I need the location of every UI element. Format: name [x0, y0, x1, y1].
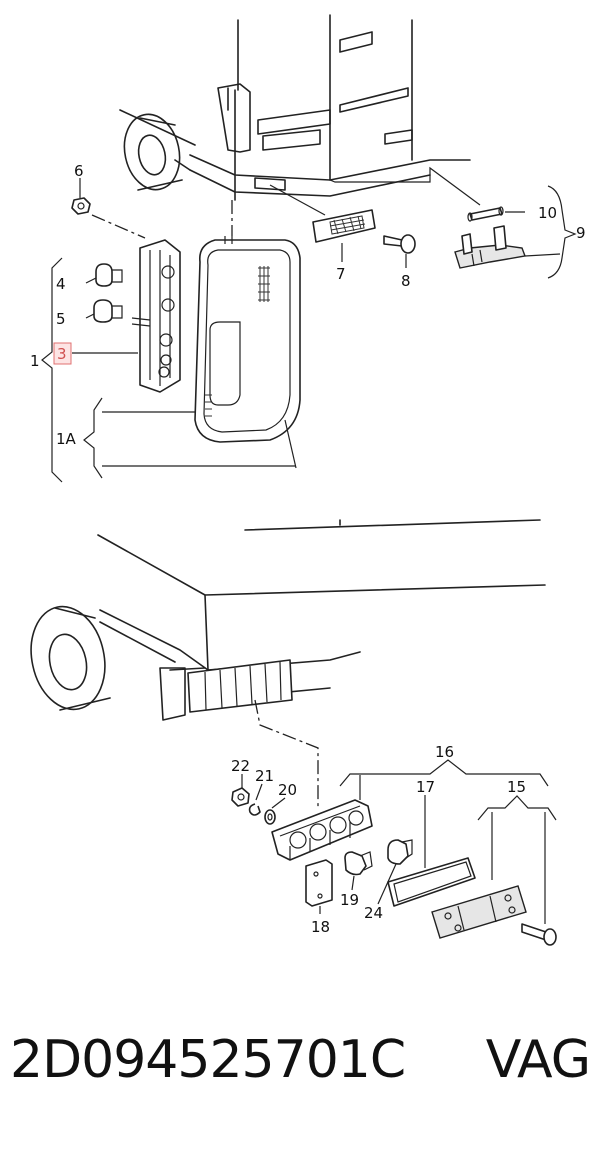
nut-6: [71, 178, 91, 215]
callout-7: 7: [336, 265, 346, 283]
festoon-bulb-10: [467, 206, 525, 222]
callout-17: 17: [416, 778, 435, 796]
callout-10: 10: [538, 204, 557, 222]
bracket-1: [41, 257, 63, 483]
connector-18: [305, 859, 333, 914]
caption-bar: 2D094525701C VAG: [10, 1030, 591, 1090]
lamp-holder-9: [454, 225, 526, 269]
bulb-24: [377, 839, 413, 905]
callout-4: 4: [56, 275, 66, 293]
leader-to-bulb-10: [329, 166, 481, 206]
callout-21: 21: [255, 767, 274, 785]
bulb-19: [344, 851, 373, 891]
bracket-15: [477, 795, 557, 821]
reflector-7: [269, 184, 376, 262]
callout-9: 9: [576, 224, 586, 242]
callout-20: 20: [278, 781, 297, 799]
van-rear-body: [119, 14, 471, 201]
bracket-9: [547, 185, 577, 279]
screw-15: [521, 812, 557, 946]
lens-grid-pattern: [205, 266, 270, 417]
callout-5: 5: [56, 310, 66, 328]
lamp-housing-16: [271, 799, 373, 861]
screw-8: [383, 234, 416, 268]
part-number: 2D094525701C: [10, 1030, 406, 1090]
exploded-parts-diagram: 6 4 5 1 3 1A 7 8 10 9 16 15 17 22 21 20 …: [30, 14, 586, 946]
callout-19: 19: [340, 891, 359, 909]
rear-wheel-top: [123, 113, 183, 191]
callout-15: 15: [507, 778, 526, 796]
callout-3: 3: [57, 345, 67, 363]
callout-8: 8: [401, 272, 411, 290]
tail-light-housing: [131, 239, 181, 393]
truck-rear-body: [97, 519, 546, 721]
bulb-4: [85, 263, 123, 287]
gasket-17: [387, 795, 476, 907]
nut-22: [231, 774, 250, 807]
bulb-5: [85, 299, 123, 323]
lens-15: [431, 812, 527, 939]
bracket-1A: [83, 397, 103, 479]
callout-6: 6: [74, 162, 84, 180]
washer-20: [264, 797, 286, 825]
callout-1A: 1A: [56, 430, 77, 448]
callout-24: 24: [364, 904, 383, 922]
bracket-16: [339, 759, 549, 787]
leader-dashed-16: [254, 699, 319, 808]
callout-1: 1: [30, 352, 40, 370]
tail-light-lens: [194, 236, 301, 443]
spring-washer-21: [248, 783, 263, 816]
callout-22: 22: [231, 757, 250, 775]
rear-wheel-bottom: [30, 605, 111, 711]
leader-dashed-6: [91, 214, 146, 239]
callout-18: 18: [311, 918, 330, 936]
callout-16: 16: [435, 743, 454, 761]
callout-3-highlight[interactable]: 3: [53, 342, 72, 365]
brand-name: VAG: [485, 1030, 591, 1090]
